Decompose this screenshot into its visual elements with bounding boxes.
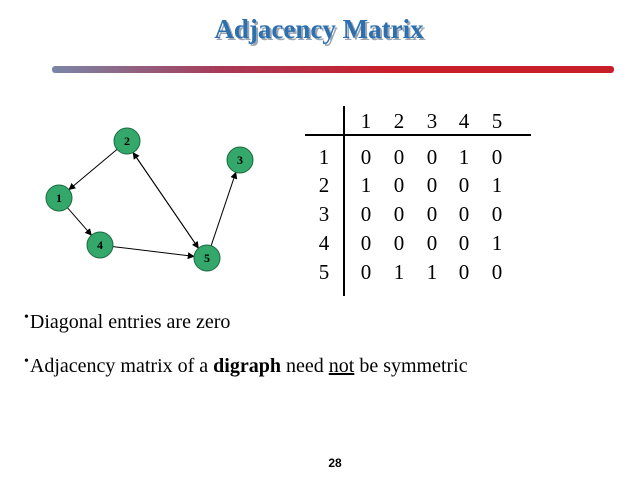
edge-5-to-2 (132, 152, 199, 249)
matrix-cell: 0 (360, 145, 372, 169)
node-circle (86, 231, 114, 259)
matrix-horizontal-rule (305, 134, 531, 136)
matrix-cell: 1 (426, 260, 438, 284)
matrix-cell: 0 (393, 231, 405, 255)
matrix-col-header: 3 (426, 109, 438, 133)
matrix-col-header: 4 (458, 109, 470, 133)
matrix-col-header: 2 (393, 109, 405, 133)
graph-node-4: 4 (86, 231, 114, 259)
node-label: 5 (204, 251, 210, 265)
edge-4-to-5 (112, 246, 195, 260)
matrix-row-header: 2 (318, 173, 330, 197)
bullet-text-post: be symmetric (354, 355, 468, 377)
edge-2-to-1 (68, 148, 118, 191)
matrix-cell: 1 (458, 145, 470, 169)
node-circle (45, 184, 73, 212)
slide-title: Adjacency Matrix (214, 14, 424, 44)
bullet-text-pre: Adjacency matrix of a (29, 355, 214, 377)
matrix-cell: 1 (393, 260, 405, 284)
edge-1-to-4 (67, 207, 92, 236)
matrix-cell: 0 (491, 202, 503, 226)
node-label: 4 (97, 238, 103, 252)
matrix-vertical-rule (343, 106, 345, 296)
matrix-cell: 1 (360, 173, 372, 197)
page-number: 28 (328, 456, 342, 470)
matrix-cell: 0 (458, 231, 470, 255)
matrix-row-header: 4 (318, 231, 330, 255)
bullet-symmetric: •Adjacency matrix of a digraph need not … (24, 354, 468, 378)
graph-node-5: 5 (193, 244, 221, 272)
matrix-cell: 0 (393, 202, 405, 226)
node-circle (193, 244, 221, 272)
matrix-cell: 0 (426, 202, 438, 226)
matrix-cell: 0 (360, 202, 372, 226)
matrix-col-header: 1 (360, 109, 372, 133)
matrix-row-header: 5 (318, 260, 330, 284)
node-label: 1 (56, 191, 62, 205)
matrix-cell: 0 (458, 202, 470, 226)
matrix-cell: 0 (491, 260, 503, 284)
bullet-text-underlined: not (328, 355, 355, 377)
graph-node-1: 1 (45, 184, 73, 212)
bullet-diagonal: •Diagonal entries are zero (24, 310, 230, 334)
node-label: 3 (237, 153, 243, 167)
matrix-cell: 0 (426, 231, 438, 255)
edge-5-to-3 (210, 171, 238, 246)
matrix-cell: 0 (393, 173, 405, 197)
matrix-cell: 0 (458, 173, 470, 197)
bullet-text-mid: need (280, 355, 329, 377)
title-underline-bar (52, 66, 614, 73)
matrix-cell: 0 (393, 145, 405, 169)
matrix-row-header: 1 (318, 145, 330, 169)
node-label: 2 (124, 134, 130, 148)
graph-node-3: 3 (226, 146, 254, 174)
matrix-cell: 0 (360, 231, 372, 255)
matrix-row-header: 3 (318, 202, 330, 226)
matrix-cell: 0 (360, 260, 372, 284)
matrix-cell: 1 (491, 231, 503, 255)
matrix-cell: 0 (491, 145, 503, 169)
matrix-cell: 0 (426, 173, 438, 197)
matrix-cell: 0 (458, 260, 470, 284)
bullet-text-bold: digraph (213, 355, 281, 377)
matrix-col-header: 5 (491, 109, 503, 133)
bullet-dot: • (24, 310, 29, 325)
graph-node-2: 2 (113, 127, 141, 155)
node-circle (113, 127, 141, 155)
matrix-cell: 1 (491, 173, 503, 197)
matrix-cell: 0 (426, 145, 438, 169)
node-circle (226, 146, 254, 174)
bullet-dot: • (24, 354, 29, 369)
bullet-text: Diagonal entries are zero (29, 311, 231, 333)
